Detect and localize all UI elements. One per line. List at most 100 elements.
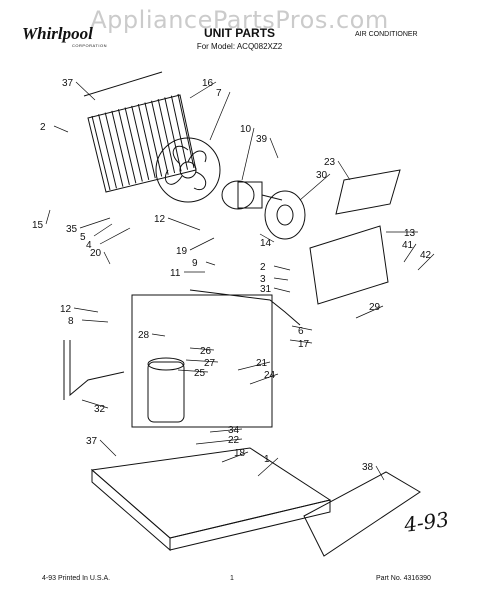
callout-leader-line: [73, 307, 99, 313]
callout-label: 37: [86, 436, 98, 447]
callout-leader-line: [273, 277, 289, 281]
category-label: AIR CONDITIONER: [355, 31, 418, 38]
callout-label: 34: [228, 425, 240, 436]
callout-label: 18: [234, 448, 246, 459]
condenser-coil-left: [83, 71, 197, 193]
callout-leader-line: [167, 217, 201, 231]
callout-label: 19: [176, 246, 188, 257]
callout-leader-line: [269, 137, 279, 159]
compressor: [147, 357, 185, 423]
callout-label: 38: [362, 462, 374, 473]
callout-label: 11: [170, 268, 181, 279]
callout-leader-line: [209, 428, 243, 433]
blower-wheel: [264, 190, 306, 240]
callout-label: 9: [192, 258, 198, 269]
callout-label: 10: [240, 124, 252, 135]
callout-label: 8: [68, 316, 74, 327]
callout-label: 21: [256, 358, 268, 369]
callout-leader-line: [79, 217, 111, 229]
side-panel: [303, 471, 421, 557]
footer-page-number: 1: [230, 575, 234, 582]
callout-label: 31: [260, 284, 272, 295]
callout-leader-line: [273, 265, 291, 271]
callout-leader-line: [99, 439, 117, 457]
callout-label: 4: [86, 240, 92, 251]
callout-label: 1: [264, 454, 270, 465]
callout-leader-line: [93, 223, 113, 237]
callout-leader-line: [289, 339, 313, 344]
callout-leader-line: [259, 233, 275, 243]
brand-logo: Whirlpool: [22, 24, 93, 43]
callout-leader-line: [205, 261, 216, 266]
callout-label: 2: [260, 262, 266, 273]
footer-print-date: 4-93 Printed In U.S.A.: [42, 575, 111, 582]
callout-leader-line: [189, 347, 215, 351]
callout-leader-line: [237, 361, 271, 371]
callout-label: 28: [138, 330, 150, 341]
callout-label: 26: [200, 346, 212, 357]
callout-leader-line: [75, 81, 96, 101]
callout-label: 39: [256, 134, 268, 145]
callout-leader-line: [257, 457, 279, 477]
callout-label: 15: [32, 220, 44, 231]
callout-label: 13: [404, 228, 416, 239]
callout-leader-line: [45, 209, 51, 225]
callout-label: 6: [298, 326, 304, 337]
callout-label: 27: [204, 358, 216, 369]
callout-leader-line: [403, 243, 417, 263]
callout-label: 30: [316, 170, 328, 181]
callout-label: 12: [60, 304, 72, 315]
base-pan: [90, 447, 332, 552]
callout-leader-line: [355, 305, 384, 319]
callout-leader-line: [189, 81, 217, 99]
callout-leader-line: [273, 287, 291, 293]
callout-label: 41: [402, 240, 414, 251]
callout-label: 5: [80, 232, 86, 243]
callout-label: 32: [94, 404, 106, 415]
callout-label: 14: [260, 238, 272, 249]
callout-leader-line: [195, 438, 243, 445]
callout-leader-line: [99, 227, 131, 245]
callout-label: 2: [40, 122, 46, 133]
callout-leader-line: [375, 465, 385, 481]
callout-leader-line: [337, 160, 351, 181]
callout-leader-line: [81, 319, 109, 323]
callout-leader-line: [209, 91, 231, 141]
callout-leader-line: [249, 373, 279, 385]
callout-leader-line: [53, 125, 69, 133]
callout-leader-line: [177, 369, 209, 373]
callout-label: 29: [369, 302, 381, 313]
callout-label: 17: [298, 339, 310, 350]
fan-blade: [155, 137, 221, 203]
evaporator-coil-right: [309, 169, 401, 305]
callout-label: 37: [62, 78, 74, 89]
capillary-tube: [189, 289, 301, 326]
callout-label: 42: [420, 250, 432, 261]
callout-label: 20: [90, 248, 102, 259]
compressor-frame: [131, 294, 273, 428]
callout-label: 7: [216, 88, 222, 99]
callout-leader-line: [417, 253, 435, 271]
footer-part-number: Part No. 4316390: [376, 575, 431, 582]
page-title: UNIT PARTS: [203, 26, 276, 40]
refrigerant-tube: [63, 340, 125, 400]
callout-label: 24: [264, 370, 276, 381]
callout-label: 3: [260, 274, 266, 285]
callout-leader-line: [185, 359, 219, 363]
callout-leader-line: [291, 325, 313, 331]
fan-motor: [221, 180, 283, 210]
callout-label: 12: [154, 214, 166, 225]
callout-leader-line: [221, 451, 249, 463]
callout-label: 35: [66, 224, 78, 235]
callout-leader-line: [299, 173, 331, 201]
brand-subtitle: CORPORATION: [72, 43, 107, 48]
callout-leader-line: [189, 237, 215, 251]
watermark: AppliancePartsPros.com: [90, 6, 389, 34]
callout-label: 22: [228, 435, 240, 446]
callout-label: 23: [324, 157, 336, 168]
model-line: For Model: ACQ082XZ2: [196, 42, 283, 51]
callout-leader-line: [151, 333, 166, 337]
callout-label: 16: [202, 78, 214, 89]
callout-leader-line: [103, 251, 111, 265]
